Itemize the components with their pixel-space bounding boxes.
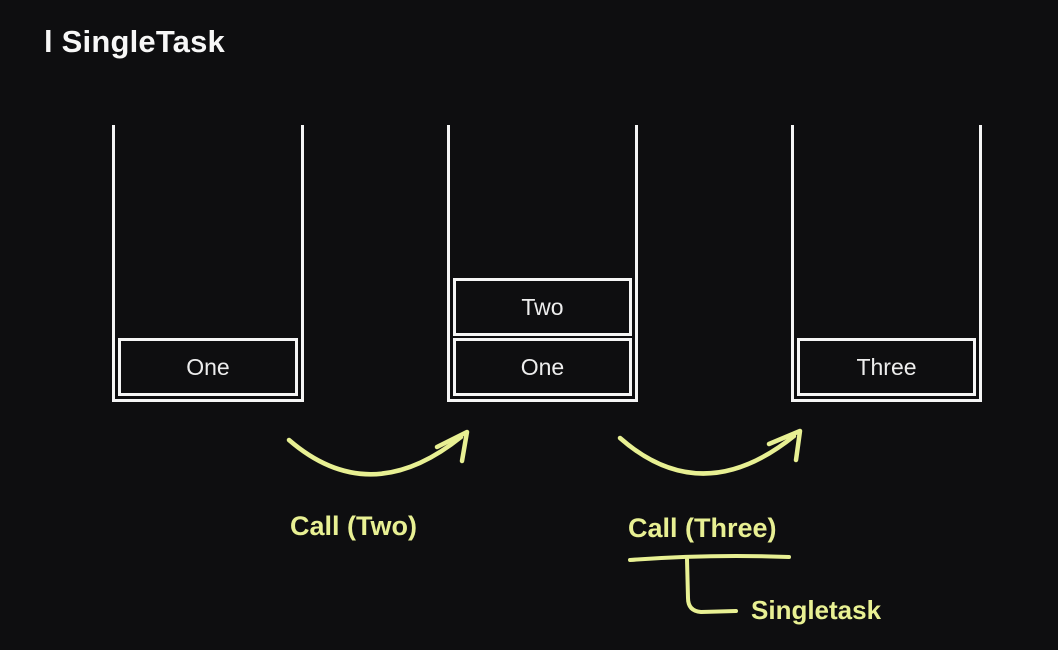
task-stack-3: Three (791, 125, 982, 402)
singletask-label: Singletask (751, 595, 882, 625)
page-title: l SingleTask (44, 24, 225, 59)
curved-arrow-call-three-icon (617, 428, 803, 476)
stack-frame-two: Two (453, 278, 632, 336)
stack-frame-three: Three (797, 338, 976, 396)
stack-frame-one: One (118, 338, 298, 396)
call-two-label: Call (Two) (290, 511, 417, 541)
stack-frame-one: One (453, 338, 632, 396)
task-stack-1: One (112, 125, 304, 402)
call-three-label: Call (Three) (628, 513, 777, 543)
task-stack-2: Two One (447, 125, 638, 402)
curved-arrow-call-two-icon (286, 429, 470, 477)
